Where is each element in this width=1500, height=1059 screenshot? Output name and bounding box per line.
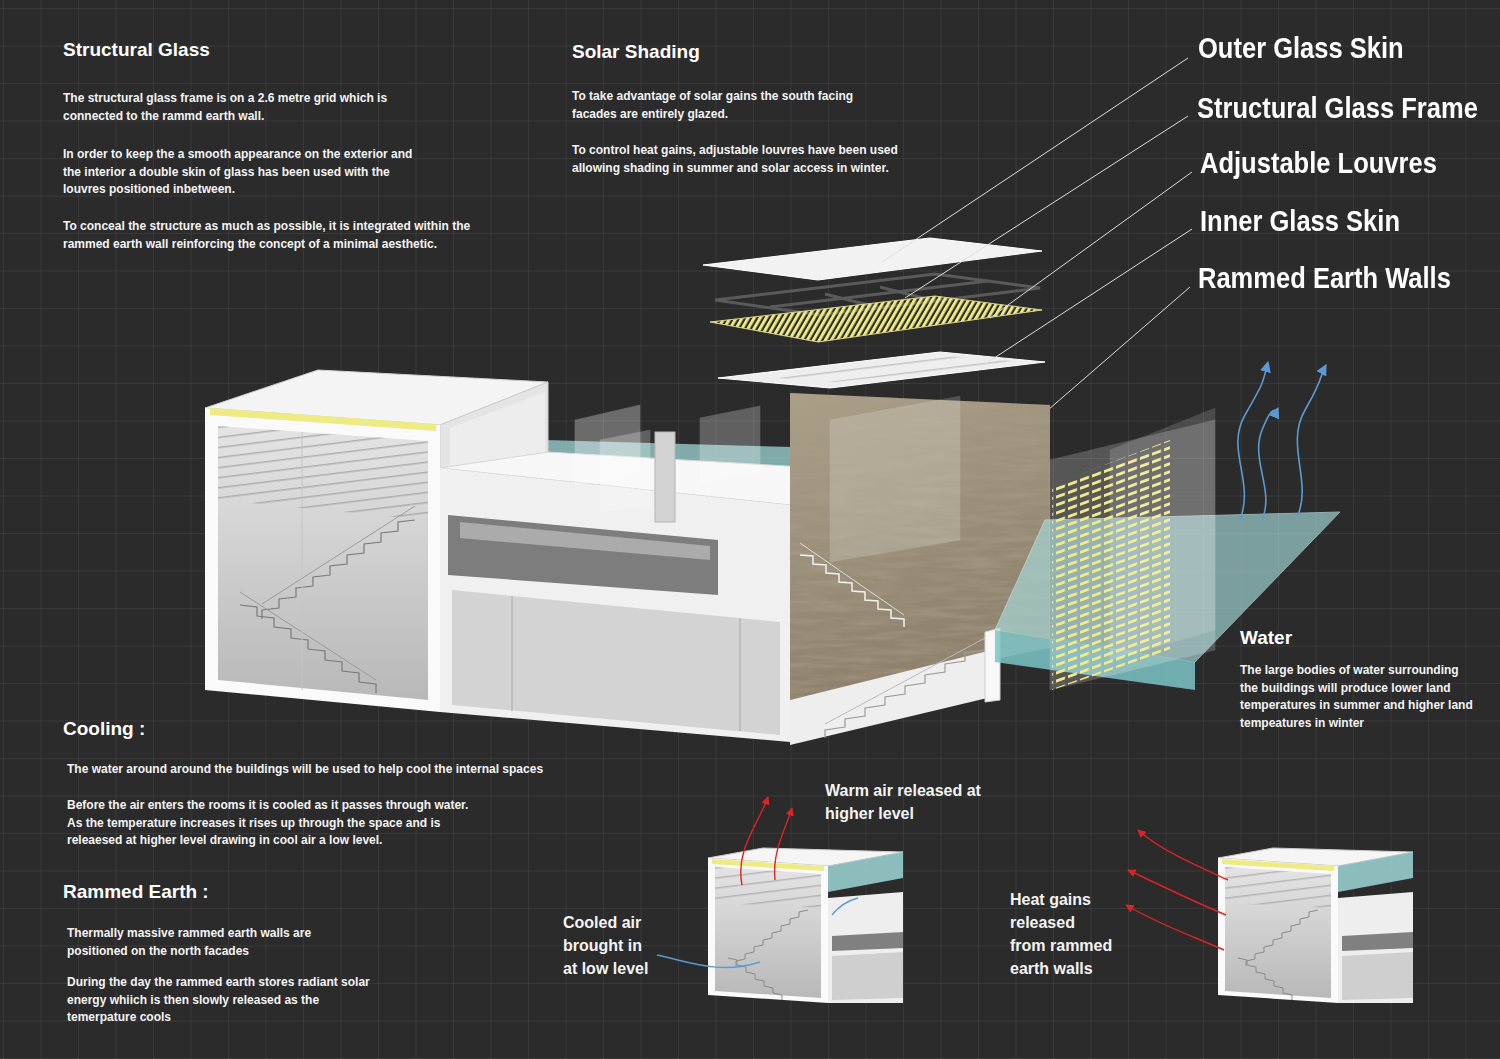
right-block	[790, 543, 1000, 745]
body-text: To take advantage of solar gains the sou…	[572, 88, 884, 123]
heat-release-diagram	[1218, 848, 1413, 1003]
part-label: Adjustable Louvres	[1200, 147, 1437, 179]
water-and-louvres	[995, 408, 1340, 690]
section-heading: Rammed Earth :	[63, 880, 209, 903]
callout-text: Heat gains released from rammed earth wa…	[1010, 888, 1113, 980]
body-text: The water around around the buildings wi…	[67, 761, 592, 779]
cooling-diagram	[708, 848, 903, 1003]
body-text: Thermally massive rammed earth walls are…	[67, 925, 342, 960]
outer-glass-skin	[703, 238, 1042, 280]
part-label: Structural Glass Frame	[1197, 92, 1478, 124]
body-text: The large bodies of water surrounding th…	[1240, 662, 1478, 732]
part-label: Inner Glass Skin	[1200, 205, 1400, 237]
part-label: Rammed Earth Walls	[1198, 262, 1451, 294]
rising-air-arrows	[1238, 362, 1326, 520]
body-text: Before the air enters the rooms it is co…	[67, 797, 481, 850]
exploded-layers	[703, 238, 1045, 388]
leader-lines	[882, 58, 1192, 410]
section-heading: Structural Glass	[63, 38, 210, 61]
part-label: Outer Glass Skin	[1198, 32, 1404, 64]
section-heading: Cooling :	[63, 717, 145, 740]
body-text: The structural glass frame is on a 2.6 m…	[63, 90, 419, 125]
section-heading: Solar Shading	[572, 40, 700, 63]
airflow-arrows	[657, 797, 1228, 968]
section-heading: Water	[1240, 626, 1292, 649]
body-text: To control heat gains, adjustable louvre…	[572, 142, 927, 177]
callout-text: Warm air released at higher level	[825, 779, 990, 825]
callout-text: Cooled air brought in at low level	[563, 911, 655, 980]
louvre-layer	[710, 296, 1042, 342]
body-text: During the day the rammed earth stores r…	[67, 974, 383, 1027]
body-text: In order to keep the a smooth appearance…	[63, 146, 425, 199]
body-text: To conceal the structure as much as poss…	[63, 218, 481, 253]
